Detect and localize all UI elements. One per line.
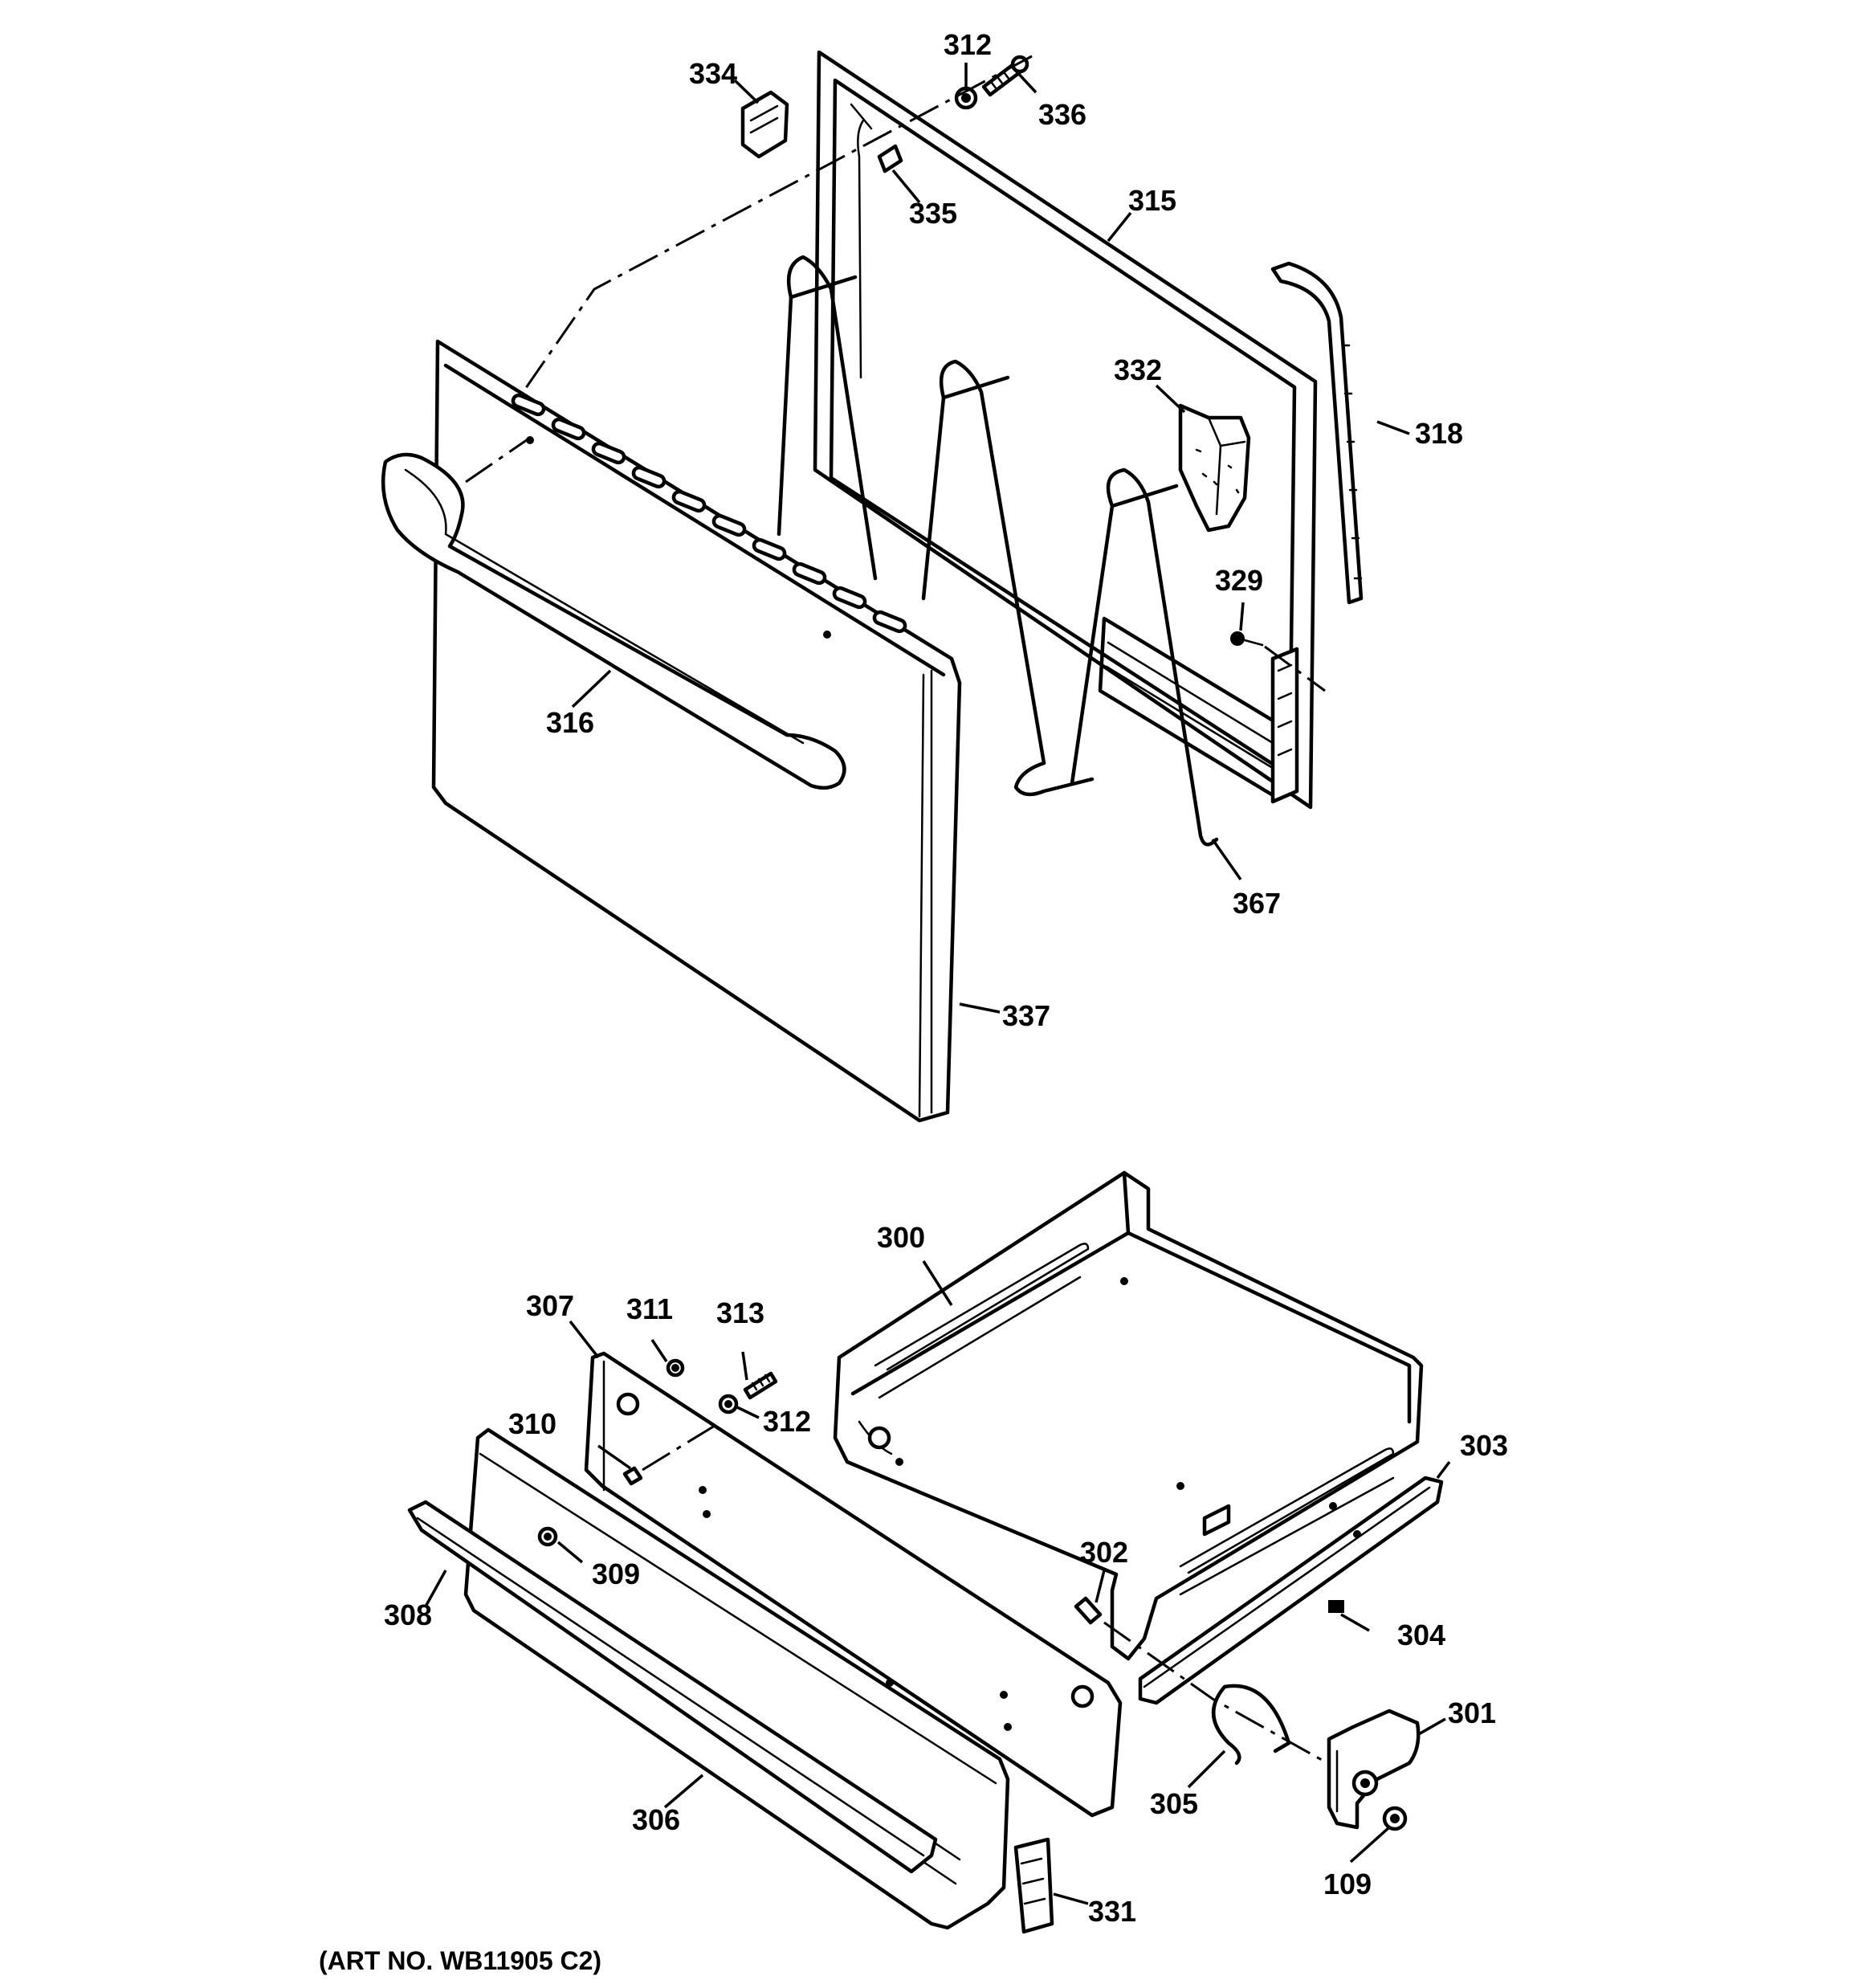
callout-332: 332 bbox=[1114, 353, 1162, 386]
callout-312-top: 312 bbox=[944, 28, 992, 61]
door-handle bbox=[381, 452, 846, 790]
callout-303: 303 bbox=[1460, 1429, 1508, 1462]
panel-clip bbox=[622, 1466, 643, 1486]
drawer-trim bbox=[407, 1500, 938, 1874]
callout-305: 305 bbox=[1150, 1787, 1198, 1820]
washer-lower bbox=[718, 1394, 739, 1414]
door-vent-slots bbox=[511, 393, 907, 639]
callout-304: 304 bbox=[1397, 1619, 1445, 1651]
callout-309: 309 bbox=[592, 1557, 640, 1590]
spring-clip bbox=[1212, 1684, 1291, 1766]
callout-302: 302 bbox=[1080, 1536, 1128, 1569]
wire-hanger-middle bbox=[921, 359, 1095, 797]
callout-312-lower: 312 bbox=[763, 1405, 811, 1438]
drawer-bracket bbox=[1327, 1708, 1421, 1830]
callout-301: 301 bbox=[1448, 1696, 1496, 1729]
art-number: (ART NO. WB11905 C2) bbox=[319, 1946, 601, 1975]
screw-top bbox=[981, 55, 1029, 97]
wheel-109 bbox=[1382, 1806, 1408, 1831]
nut-lower bbox=[666, 1358, 685, 1378]
front-screw bbox=[544, 1533, 552, 1541]
callout-300: 300 bbox=[877, 1221, 925, 1254]
insulation-block bbox=[1178, 403, 1251, 533]
callout-336: 336 bbox=[1038, 98, 1086, 131]
door-clip bbox=[877, 144, 903, 173]
callout-334: 334 bbox=[689, 57, 737, 90]
callout-337: 337 bbox=[1002, 999, 1050, 1032]
leader-lines bbox=[424, 63, 1451, 1905]
callout-331: 331 bbox=[1088, 1895, 1136, 1928]
bottom-bracket bbox=[1013, 1837, 1054, 1934]
callout-109: 109 bbox=[1323, 1868, 1372, 1900]
drawer-slide-rail bbox=[1138, 1476, 1444, 1705]
wire-hanger-left bbox=[777, 255, 878, 581]
drawer-body bbox=[833, 1170, 1424, 1661]
wire-hanger-right bbox=[1070, 467, 1219, 847]
drawer-glide bbox=[1328, 1600, 1344, 1613]
callout-367: 367 bbox=[1233, 887, 1281, 920]
nut-top bbox=[954, 86, 978, 110]
callout-315: 315 bbox=[1128, 184, 1176, 217]
callout-318: 318 bbox=[1415, 417, 1463, 450]
door-bracket bbox=[740, 90, 789, 159]
callout-307: 307 bbox=[526, 1289, 574, 1322]
door-outer-panel bbox=[431, 339, 962, 1123]
callout-308: 308 bbox=[384, 1598, 432, 1631]
drawer-stud bbox=[1074, 1596, 1103, 1625]
screw-329 bbox=[1230, 631, 1264, 647]
door-gasket-strip bbox=[1270, 261, 1364, 605]
callout-335: 335 bbox=[909, 197, 957, 230]
callout-329: 329 bbox=[1215, 564, 1263, 597]
callout-310: 310 bbox=[508, 1407, 556, 1440]
door-inner-liner bbox=[813, 50, 1318, 810]
callout-316: 316 bbox=[546, 706, 594, 739]
callout-311: 311 bbox=[626, 1292, 673, 1325]
screw-lower bbox=[743, 1371, 778, 1400]
callout-306: 306 bbox=[632, 1803, 680, 1836]
callout-313: 313 bbox=[716, 1296, 764, 1329]
drawer-inner-panel bbox=[584, 1351, 1123, 1818]
